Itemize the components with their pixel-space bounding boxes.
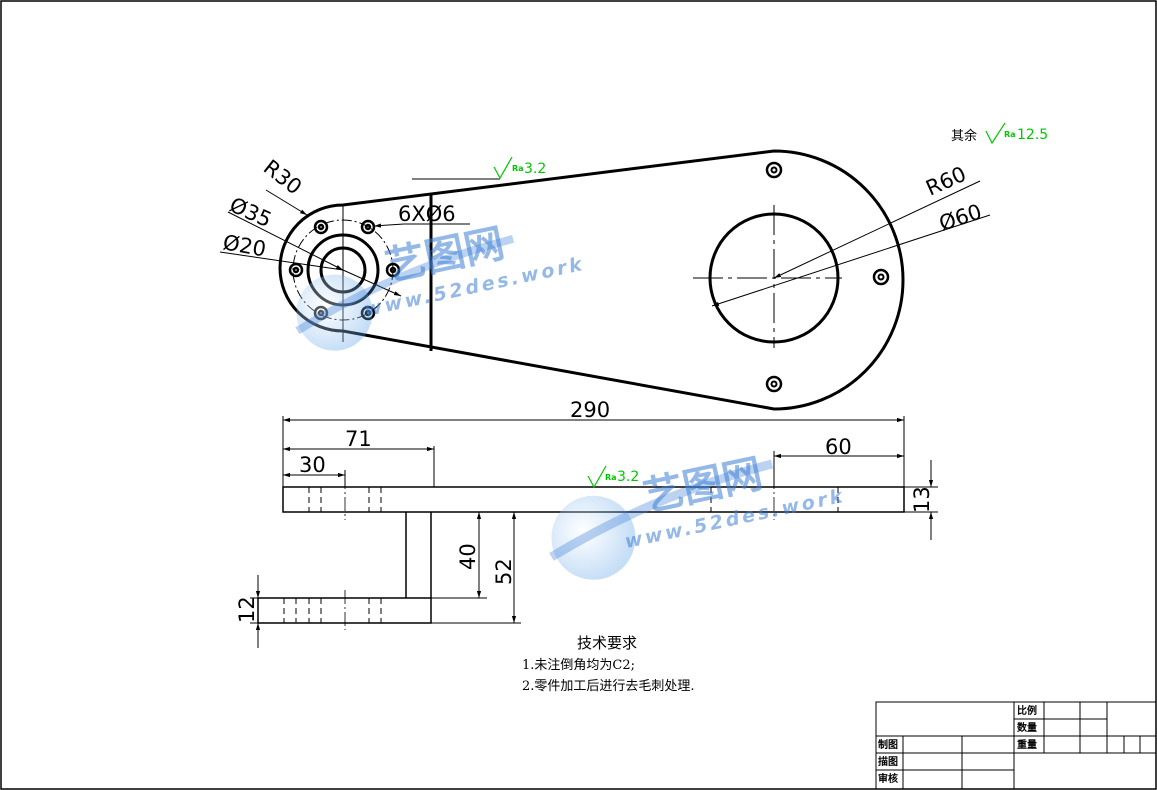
notes-line-2: 2.零件加工后进行去毛刺处理. bbox=[522, 679, 695, 694]
watermark-globe-icon-2 bbox=[551, 495, 636, 580]
h52-label: 52 bbox=[492, 558, 516, 585]
ra-label-front: Ra bbox=[605, 473, 617, 482]
tb-weight: 重量 bbox=[1017, 738, 1037, 751]
roughness-front: Ra 3.2 bbox=[587, 465, 639, 489]
roughness-rest-prefix: 其余 bbox=[951, 128, 977, 144]
len30-label: 30 bbox=[299, 453, 326, 477]
tb-quantity: 数量 bbox=[1017, 721, 1037, 734]
front-view-dimension-lines bbox=[250, 416, 938, 648]
title-block bbox=[875, 701, 1157, 790]
watermark-globe-icon bbox=[296, 274, 373, 351]
title-block-labels: 比例 数量 重量 制图 描图 审核 bbox=[878, 704, 1037, 785]
roughness-front-value: 3.2 bbox=[617, 469, 639, 485]
d20-label: Ø20 bbox=[221, 230, 268, 261]
ra-label-top: Ra bbox=[512, 164, 524, 173]
roughness-top-value: 3.2 bbox=[524, 161, 546, 177]
len71-label: 71 bbox=[345, 427, 372, 451]
d60-label: Ø60 bbox=[936, 200, 985, 236]
h12-label: 12 bbox=[235, 596, 259, 623]
h13-label: 13 bbox=[910, 486, 934, 513]
tb-scale: 比例 bbox=[1017, 704, 1037, 717]
top-view bbox=[278, 149, 905, 411]
ra-label-rest: Ra bbox=[1004, 130, 1016, 139]
holes-label: 6XØ6 bbox=[398, 202, 456, 226]
len60-label: 60 bbox=[825, 435, 852, 459]
notes-title: 技术要求 bbox=[577, 634, 637, 652]
tb-traced: 描图 bbox=[878, 755, 898, 768]
roughness-top: Ra 3.2 bbox=[493, 156, 546, 180]
r30-label: R30 bbox=[259, 155, 306, 199]
len290-label: 290 bbox=[570, 398, 610, 422]
top-view-dimension-lines bbox=[219, 178, 991, 307]
front-view-dimension-texts: 290 71 30 60 13 40 52 12 bbox=[235, 398, 934, 623]
notes-line-1: 1.未注倒角均为C2; bbox=[522, 658, 635, 673]
d35-label: Ø35 bbox=[226, 193, 275, 233]
tb-drawn: 制图 bbox=[878, 738, 898, 751]
roughness-rest: 其余 Ra 12.5 bbox=[951, 122, 1048, 145]
tb-checked: 审核 bbox=[878, 772, 898, 785]
technical-notes: 技术要求 1.未注倒角均为C2; 2.零件加工后进行去毛刺处理. bbox=[522, 634, 695, 694]
r60-label: R60 bbox=[922, 162, 970, 201]
watermark-top: 艺图网 www.52des.work bbox=[295, 220, 587, 351]
h40-label: 40 bbox=[456, 543, 480, 570]
roughness-rest-value: 12.5 bbox=[1017, 127, 1048, 143]
